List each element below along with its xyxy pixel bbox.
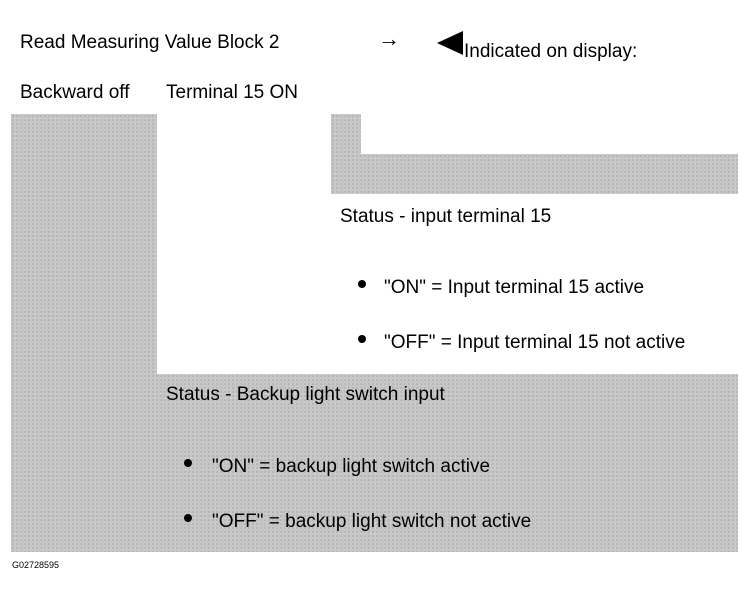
pointer-triangle-icon	[437, 31, 463, 55]
figure-code: G02728595	[12, 560, 60, 570]
backup-shade-box	[11, 374, 738, 552]
backup-off-item: "OFF" = backup light switch not active	[212, 511, 532, 532]
display-field-2: Terminal 15 ON	[166, 82, 298, 103]
bullet-icon	[358, 280, 366, 288]
block-title: Read Measuring Value Block 2	[20, 32, 280, 53]
display-field-1: Backward off	[20, 82, 130, 103]
terminal-shade-bar	[331, 154, 738, 194]
indicated-on-display-label: Indicated on display:	[464, 41, 638, 62]
backup-shade-column	[11, 114, 157, 374]
terminal-shade-stem	[331, 114, 361, 156]
backup-on-item: "ON" = backup light switch active	[212, 456, 491, 477]
arrow-right-icon: →	[378, 26, 400, 51]
bullet-icon	[184, 514, 192, 522]
terminal-on-item: "ON" = Input terminal 15 active	[384, 277, 645, 298]
terminal-status-heading: Status - input terminal 15	[340, 206, 552, 227]
backup-status-heading: Status - Backup light switch input	[166, 384, 445, 405]
bullet-icon	[184, 459, 192, 467]
bullet-icon	[358, 335, 366, 343]
terminal-off-item: "OFF" = Input terminal 15 not active	[384, 332, 686, 353]
